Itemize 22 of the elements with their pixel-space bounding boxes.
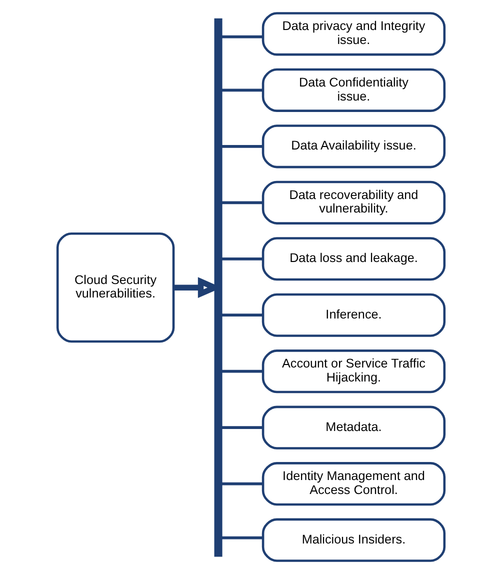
connector (221, 482, 263, 486)
node-box: Data Availability issue. (261, 124, 446, 168)
connector (221, 314, 263, 317)
node-box: Data Confidentiality issue. (261, 68, 446, 112)
connector (221, 370, 263, 373)
connector (221, 257, 263, 260)
connector (221, 144, 263, 148)
node-box: Data loss and leakage. (261, 237, 446, 281)
node-box: Data privacy and Integrity issue. (261, 12, 446, 56)
node-box: Cloud Security vulnerabilities. (56, 232, 174, 343)
node-box: Account or Service Traffic Hijacking. (261, 350, 446, 394)
node-bar (214, 18, 222, 557)
node-box: Identity Management and Access Control. (261, 462, 446, 506)
connector (221, 88, 263, 92)
node-box: Data recoverability and vulnerability. (261, 180, 446, 224)
node-box: Inference. (261, 293, 446, 337)
connector (221, 426, 263, 430)
node-box: Metadata. (261, 406, 446, 450)
connector (221, 201, 263, 204)
node-box: Malicious Insiders. (261, 518, 446, 562)
connector (221, 536, 263, 540)
connector (221, 35, 263, 38)
